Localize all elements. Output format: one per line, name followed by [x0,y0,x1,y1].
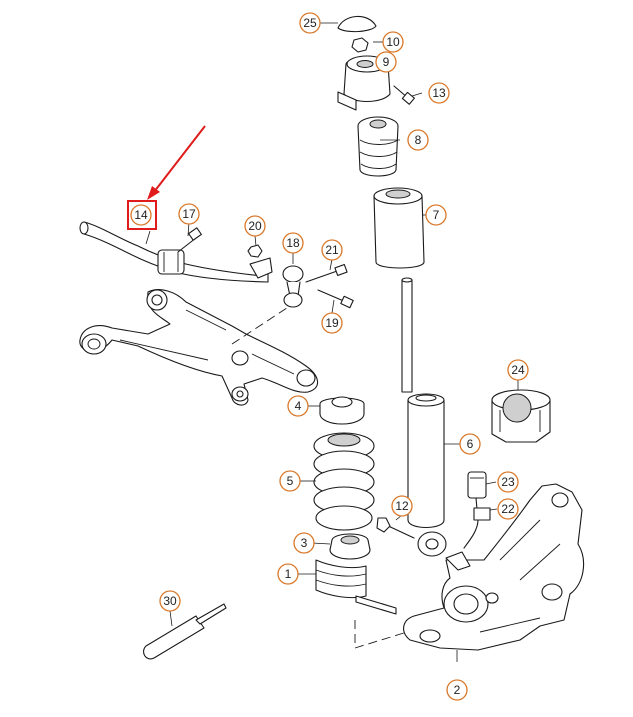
callout-18: 18 [282,232,304,254]
callout-label-10: 10 [386,35,400,49]
callout-label-22: 24 [511,363,525,377]
callout-label-8: 8 [415,133,422,147]
callout-20: 20 [244,215,266,237]
callout-24: 22 [497,498,519,520]
callout-14: 14 [130,204,152,226]
callout-label-7: 7 [433,208,440,222]
stabilizer-bar [79,221,269,283]
callout-1: 1 [277,563,299,585]
callout-3: 3 [293,532,315,554]
alignment-line-spring [354,620,421,649]
callout-label-17: 17 [182,207,196,221]
coupling-rod-18 [282,265,304,308]
bushing-22 [491,389,551,443]
callout-label-30: 30 [163,594,177,608]
callout-label-24: 22 [501,502,515,516]
callout-label-2: 2 [454,683,461,697]
callout-label-13: 13 [432,86,446,100]
coil-spring-5 [313,432,375,531]
callout-21: 21 [321,239,343,261]
callout-layer: 25 10 9 13 8 7 14 17 20 18 21 19 4 24 6 … [130,12,529,701]
callout-22: 24 [507,359,529,381]
bolt-17 [177,227,202,253]
callout-label-20: 20 [248,219,262,233]
callout-30: 30 [159,590,181,612]
bolt-19 [317,289,354,309]
nut-20 [247,244,263,258]
callout-5: 5 [279,470,301,492]
bump-stop-8 [357,116,399,177]
callout-7: 7 [425,204,447,226]
callout-13: 13 [428,82,450,104]
callout-label-3: 3 [301,536,308,550]
callout-label-25: 23 [501,475,515,489]
callout-9: 9 [375,51,397,73]
bracket-24 [473,507,491,521]
spring-pad-1 [315,559,397,615]
bolt-12 [376,517,415,539]
bolt-13 [393,85,415,105]
spring-seat-upper-4 [319,396,365,425]
alignment-line-link [231,305,291,345]
callout-19: 19 [321,312,343,334]
shock-absorber-6 [401,277,447,557]
callout-label-18: 18 [286,236,300,250]
callout-label-19: 19 [325,316,339,330]
bolt-21 [305,263,348,283]
callout-12: 12 [391,495,413,517]
callout-label-1: 1 [285,567,292,581]
spring-seat-lower-3 [329,533,371,560]
callout-label-12: 12 [395,499,409,513]
nut-10 [351,37,369,53]
callout-label-9: 9 [383,55,390,69]
stabilizer-bracket [249,257,273,279]
callout-17: 17 [178,203,200,225]
callout-label-5: 5 [287,474,294,488]
cap-23 [337,15,377,33]
callout-6: 6 [459,433,481,455]
wheel-bearing-housing-2 [403,483,585,651]
callout-label-21: 21 [325,243,339,257]
callout-label-14: 14 [134,208,148,222]
callout-8: 8 [407,129,429,151]
callout-label-23: 25 [303,16,317,30]
callout-25: 23 [497,471,519,493]
callout-10: 10 [382,31,404,53]
callout-label-4: 4 [295,399,302,413]
tool-30 [143,603,227,660]
callout-2: 2 [446,679,468,701]
callout-4: 4 [287,395,309,417]
callout-label-6: 6 [467,437,474,451]
protective-tube-7 [373,187,425,269]
callout-23: 25 [299,12,321,34]
highlight-box [127,200,157,230]
lower-control-arm [79,289,319,406]
highlight-annotation [127,125,206,230]
